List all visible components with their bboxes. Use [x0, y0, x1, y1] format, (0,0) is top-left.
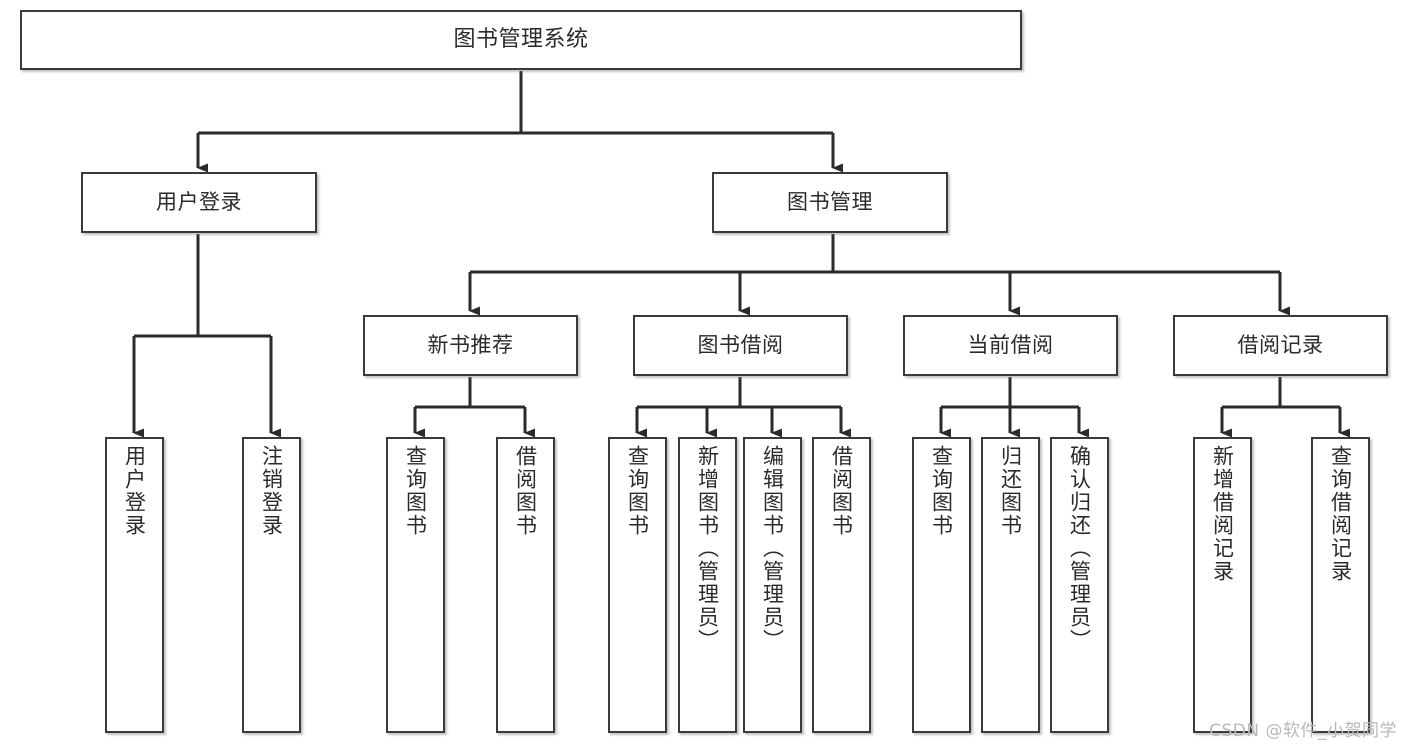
- node-label: 查询图书: [929, 445, 954, 537]
- node-root-book-management-system[interactable]: 图书管理系统: [20, 10, 1022, 70]
- leaf-borrow-add-book-admin[interactable]: 新增图书（管理员）: [678, 437, 737, 733]
- node-label: 新增图书（管理员）: [695, 445, 720, 652]
- node-borrow-record[interactable]: 借阅记录: [1173, 315, 1388, 376]
- leaf-current-query-book[interactable]: 查询图书: [912, 437, 971, 733]
- leaf-borrow-query-book[interactable]: 查询图书: [608, 437, 667, 733]
- node-label: 查询图书: [625, 445, 650, 537]
- node-label: 图书管理: [787, 190, 873, 215]
- node-label: 查询图书: [403, 445, 428, 537]
- node-label: 用户登录: [156, 190, 242, 215]
- node-label: 借阅图书: [829, 445, 854, 537]
- leaf-user-login-login[interactable]: 用户登录: [105, 437, 164, 733]
- node-label: 查询借阅记录: [1328, 445, 1353, 583]
- leaf-borrow-edit-book-admin[interactable]: 编辑图书（管理员）: [743, 437, 802, 733]
- node-label: 归还图书: [998, 445, 1023, 537]
- node-new-book-recommend[interactable]: 新书推荐: [363, 315, 578, 376]
- node-label: 图书借阅: [697, 333, 784, 358]
- node-label: 用户登录: [122, 445, 147, 537]
- node-book-borrow[interactable]: 图书借阅: [633, 315, 848, 376]
- leaf-current-confirm-return-admin[interactable]: 确认归还（管理员）: [1050, 437, 1109, 733]
- leaf-current-return-book[interactable]: 归还图书: [981, 437, 1040, 733]
- node-label: 借阅图书: [513, 445, 538, 537]
- leaf-user-login-logout[interactable]: 注销登录: [242, 437, 301, 733]
- node-label: 注销登录: [259, 445, 284, 537]
- leaf-borrow-borrow-book[interactable]: 借阅图书: [812, 437, 871, 733]
- leaf-newbook-borrow-book[interactable]: 借阅图书: [496, 437, 555, 733]
- node-label: 编辑图书（管理员）: [760, 445, 785, 652]
- csdn-watermark: CSDN @软件_小贺同学: [1209, 721, 1397, 741]
- node-book-management[interactable]: 图书管理: [712, 172, 948, 233]
- node-label: 确认归还（管理员）: [1067, 445, 1092, 652]
- node-label: 新增借阅记录: [1210, 445, 1235, 583]
- leaf-newbook-query-book[interactable]: 查询图书: [386, 437, 445, 733]
- node-label: 新书推荐: [427, 333, 514, 358]
- leaf-record-add-record[interactable]: 新增借阅记录: [1193, 437, 1252, 733]
- leaf-record-query-record[interactable]: 查询借阅记录: [1311, 437, 1370, 733]
- node-label: 当前借阅: [967, 333, 1054, 358]
- node-label: 图书管理系统: [453, 27, 589, 53]
- node-current-borrow[interactable]: 当前借阅: [903, 315, 1118, 376]
- node-user-login[interactable]: 用户登录: [81, 172, 317, 233]
- node-label: 借阅记录: [1237, 333, 1324, 358]
